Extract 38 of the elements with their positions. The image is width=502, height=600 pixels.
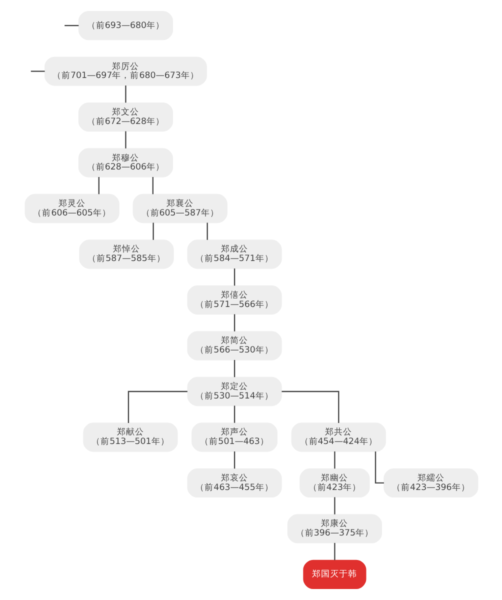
node-box: 郑襄公 （前605—587年）	[132, 194, 227, 224]
connector	[233, 360, 235, 378]
connector	[233, 314, 235, 332]
connector	[30, 70, 44, 72]
connector	[64, 24, 78, 26]
node-box: 郑简公 （前566—530年）	[186, 331, 282, 360]
connector	[98, 177, 99, 194]
node-box: 郑幽公 （前423年）	[299, 468, 370, 498]
node-box: 郑献公 （前513—501年）	[82, 422, 178, 452]
connector	[124, 131, 126, 148]
connector	[334, 451, 335, 469]
node-box: 郑国灭于韩	[302, 560, 366, 590]
node-box: 郑文公 （前672—628年）	[78, 102, 173, 132]
connector	[124, 86, 126, 103]
connector	[334, 542, 335, 560]
connector	[233, 268, 235, 286]
connector	[233, 451, 235, 469]
node-box: （前693—680年）	[78, 10, 173, 40]
connector	[127, 390, 187, 423]
node-box: 郑成公 （前584—571年）	[186, 240, 282, 269]
connector	[334, 497, 335, 514]
node-box: 郑悼公 （前587—585年）	[78, 240, 174, 269]
node-box: 郑灵公 （前606—605年）	[24, 194, 119, 224]
node-box: 郑穆公 （前628—606年）	[78, 148, 173, 178]
connector	[233, 406, 235, 423]
node-box: 郑厉公 （前701—697年，前680—673年）	[44, 56, 206, 86]
node-box: 郑共公 （前454—424年）	[290, 422, 386, 452]
connector	[374, 451, 384, 484]
connector	[152, 177, 154, 194]
node-box: 郑繻公 （前423—396年）	[383, 468, 478, 498]
connector	[206, 222, 208, 240]
node-box: 郑定公 （前530—514年）	[186, 376, 282, 406]
node-box: 郑僖公 （前571—566年）	[186, 285, 282, 315]
node-box: 郑声公 （前501—463）	[191, 422, 278, 452]
connector	[281, 390, 339, 423]
node-box: 郑康公 （前396—375年）	[286, 514, 382, 544]
connector	[152, 222, 154, 240]
node-box: 郑哀公 （前463—455年）	[186, 468, 282, 498]
